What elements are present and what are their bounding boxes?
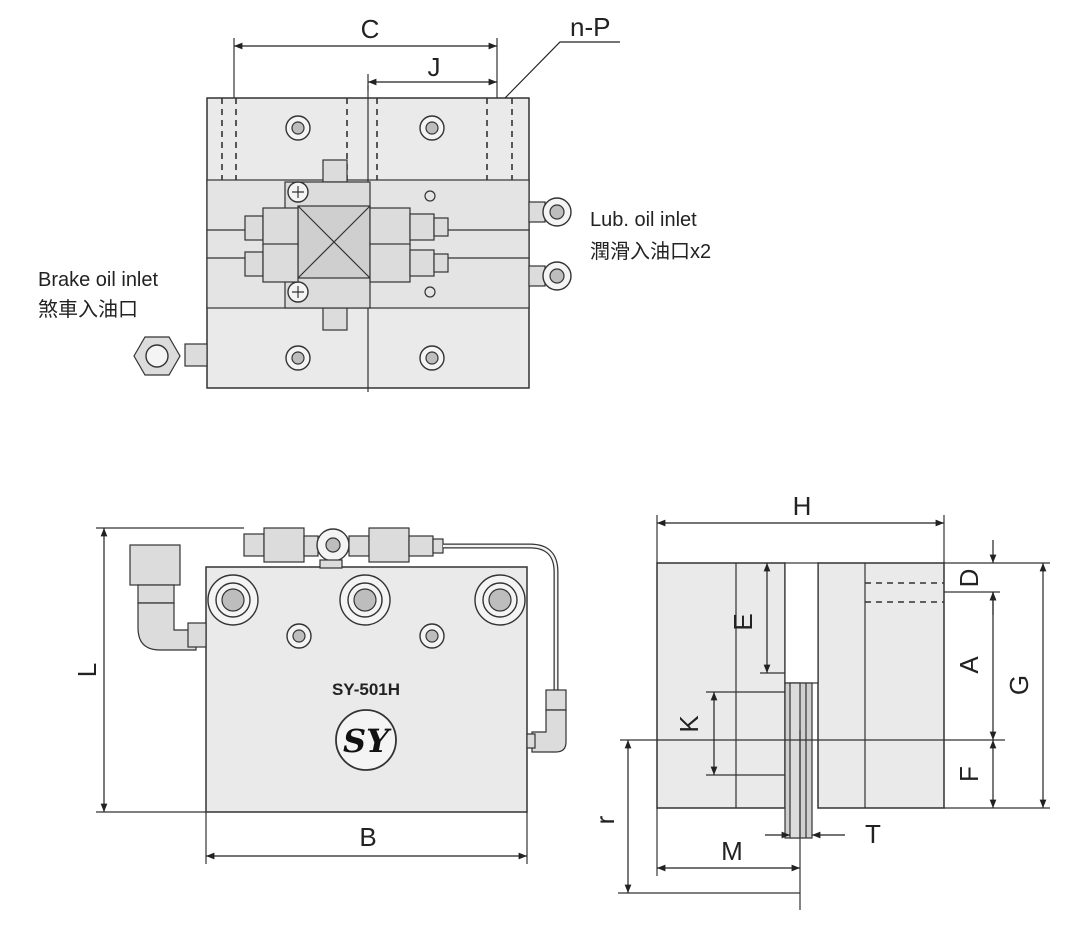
- small-hole: [420, 624, 444, 648]
- dim-label-M: M: [721, 836, 743, 866]
- lub-inlet-fitting: [529, 198, 571, 226]
- dim-label-r: r: [590, 815, 620, 824]
- dim-label-A: A: [954, 656, 984, 674]
- brake-inlet-label-zh: 煞車入油口: [38, 298, 138, 321]
- top-bolt-hole: [420, 116, 444, 140]
- counterbore-hole: [475, 575, 525, 625]
- side-slot: [785, 563, 818, 683]
- lub-inlet-label-en: Lub. oil inlet: [590, 209, 697, 231]
- svg-text:SY: SY: [343, 722, 392, 760]
- dim-label-nP: n-P: [570, 12, 610, 42]
- sy-logo: SY: [336, 710, 396, 770]
- dim-label-F: F: [954, 766, 984, 782]
- top-view: C J n-P Lub. oil inlet 潤滑入油口x2 Brake oil…: [38, 12, 711, 392]
- dim-label-D: D: [954, 569, 984, 588]
- dim-label-G: G: [1004, 675, 1034, 695]
- brake-disc: [785, 683, 812, 838]
- top-pipe-fitting: [244, 528, 443, 568]
- model-label: SY-501H: [332, 680, 400, 699]
- counterbore-hole: [340, 575, 390, 625]
- dim-label-T: T: [865, 819, 881, 849]
- front-view: SY-501H SY L B: [72, 528, 566, 864]
- small-hole: [287, 624, 311, 648]
- dim-label-H: H: [793, 491, 812, 521]
- top-bolt-hole: [420, 346, 444, 370]
- side-left-block: [657, 563, 785, 808]
- dim-label-B: B: [359, 822, 376, 852]
- dim-leader-nP: [505, 42, 620, 98]
- top-bolt-hole: [286, 346, 310, 370]
- right-elbow-fitting: [527, 690, 566, 752]
- dim-label-C: C: [361, 14, 380, 44]
- dim-label-J: J: [428, 52, 441, 82]
- brake-inlet-fitting: [134, 337, 207, 375]
- left-elbow-fitting: [130, 545, 206, 650]
- lub-inlet-fitting: [529, 262, 571, 290]
- dim-label-L: L: [72, 663, 102, 677]
- side-view: H D A F G E K r M: [590, 491, 1050, 910]
- dim-label-K: K: [674, 715, 704, 733]
- dim-label-E: E: [728, 613, 758, 630]
- lub-inlet-label-zh: 潤滑入油口x2: [590, 240, 711, 263]
- side-right-block: [818, 563, 944, 808]
- top-bolt-hole: [286, 116, 310, 140]
- counterbore-hole: [208, 575, 258, 625]
- brake-inlet-label-en: Brake oil inlet: [38, 269, 159, 291]
